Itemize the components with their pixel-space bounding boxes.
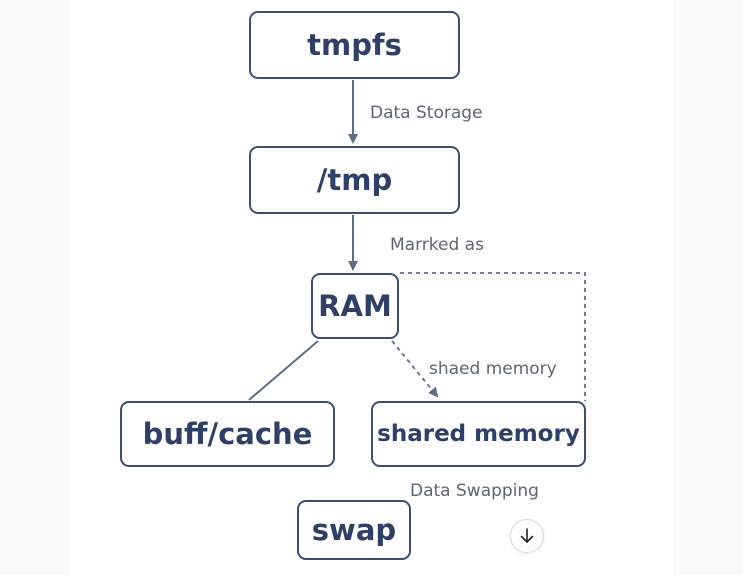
edge-ram-to-buff-cache (248, 340, 319, 401)
arrow-down-icon (520, 528, 534, 543)
node-shared-memory: shared memory (371, 401, 586, 467)
node-ram: RAM (311, 273, 399, 339)
scroll-down-button[interactable] (510, 519, 544, 553)
left-margin (0, 0, 70, 575)
edge-label-data-swapping: Data Swapping (410, 481, 539, 501)
edge-label-shared-memory: shaed memory (429, 359, 557, 379)
edge-ram-to-shared-memory-dashed-arrow (391, 340, 439, 398)
right-margin (673, 0, 743, 575)
edge-ram-to-shared-memory-dashed-loop (400, 272, 586, 401)
edge-label-marked-as: Marrked as (390, 235, 484, 255)
node-tmpfs: tmpfs (249, 11, 460, 79)
edge-label-data-storage: Data Storage (370, 103, 483, 123)
node-buff-cache: buff/cache (120, 401, 335, 467)
node-tmp: /tmp (249, 146, 460, 214)
node-swap: swap (297, 500, 411, 560)
